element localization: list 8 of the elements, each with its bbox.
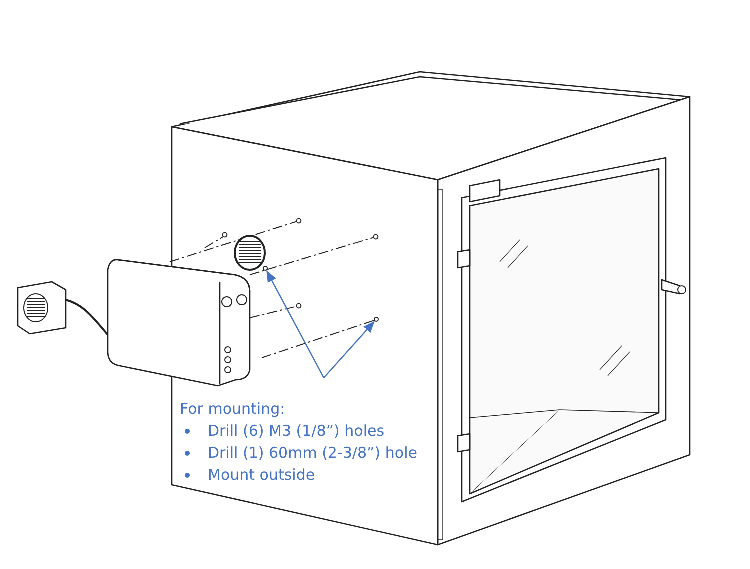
bullet-item: Mount outside (180, 464, 442, 486)
hole-marker (374, 317, 379, 322)
arrow (266, 270, 325, 378)
arrow (324, 321, 375, 378)
bullet-item: Drill (1) 60mm (2-3/8”) hole (180, 442, 442, 464)
bullet-item: Drill (6) M3 (1/8”) holes (180, 420, 442, 442)
hole-marker (263, 266, 268, 271)
note-heading: For mounting: (180, 399, 286, 420)
